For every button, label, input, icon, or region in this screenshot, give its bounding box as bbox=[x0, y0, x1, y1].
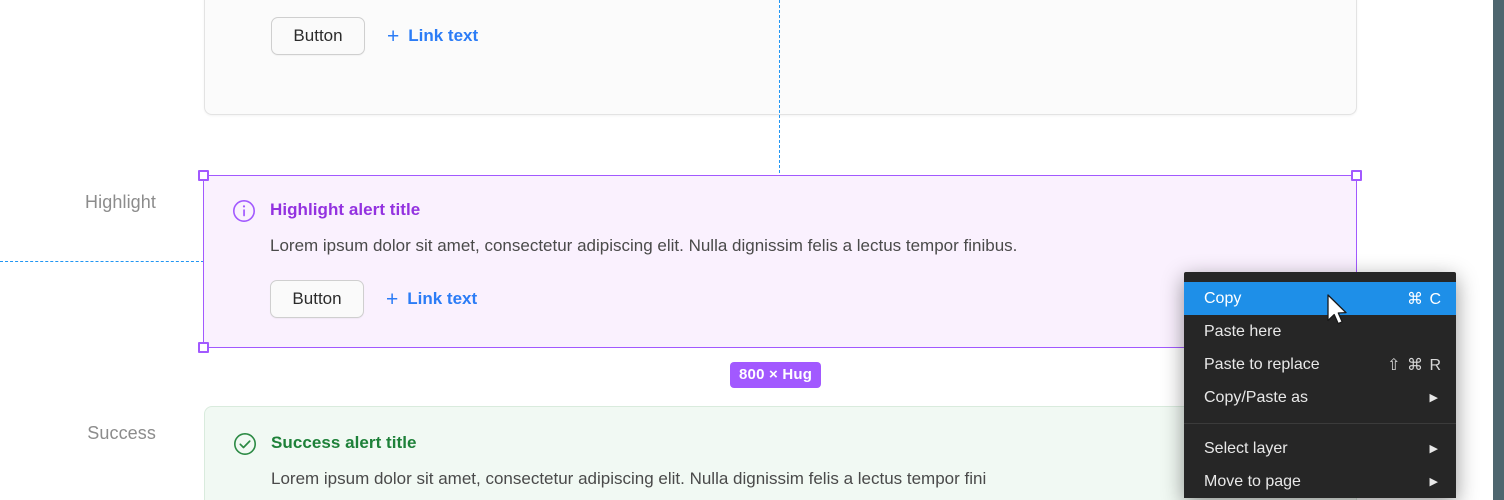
alert-content-row: Success alert title Lorem ipsum dolor si… bbox=[233, 431, 1328, 491]
context-menu-separator bbox=[1184, 423, 1456, 424]
check-circle-icon bbox=[233, 432, 257, 456]
context-menu-item-paste-to-replace[interactable]: Paste to replace ⇧ ⌘ R bbox=[1184, 348, 1456, 381]
context-menu-item-label: Paste to replace bbox=[1204, 355, 1320, 373]
alert-card-default[interactable]: Lorem ipsum dolor sit amet, consectetur … bbox=[204, 0, 1357, 115]
context-menu-item-copy-paste-as[interactable]: Copy/Paste as ▶ bbox=[1184, 381, 1456, 414]
alert-description: Lorem ipsum dolor sit amet, consectetur … bbox=[271, 469, 987, 488]
right-panel-edge bbox=[1493, 0, 1504, 500]
context-menu-item-label: Copy/Paste as bbox=[1204, 388, 1309, 406]
alert-link-label: Link text bbox=[408, 26, 479, 45]
alert-actions: Button + Link text bbox=[270, 280, 1329, 318]
size-badge: 800 × Hug bbox=[730, 362, 822, 388]
alert-body: Success alert title Lorem ipsum dolor si… bbox=[271, 431, 1328, 491]
alert-link-label: Link text bbox=[407, 289, 478, 308]
alert-body: Lorem ipsum dolor sit amet, consectetur … bbox=[271, 0, 1328, 55]
row-label-highlight: Highlight bbox=[85, 192, 156, 212]
alert-title: Success alert title bbox=[271, 433, 417, 452]
info-circle-icon bbox=[232, 199, 256, 223]
context-menu-item-label: Select layer bbox=[1204, 439, 1288, 457]
alert-card-highlight[interactable]: Highlight alert title Lorem ipsum dolor … bbox=[204, 176, 1357, 348]
context-menu-item-move-to-page[interactable]: Move to page ▶ bbox=[1184, 465, 1456, 498]
submenu-arrow-icon: ▶ bbox=[1429, 476, 1438, 488]
alert-actions: Button + Link text bbox=[271, 17, 1328, 55]
context-menu-item-label: Copy bbox=[1204, 289, 1242, 307]
alert-content-row: Lorem ipsum dolor sit amet, consectetur … bbox=[233, 0, 1328, 55]
submenu-arrow-icon: ▶ bbox=[1429, 443, 1438, 455]
alert-link[interactable]: + Link text bbox=[386, 289, 477, 310]
alert-button[interactable]: Button bbox=[270, 280, 364, 318]
context-menu[interactable]: Copy ⌘ C Paste here Paste to replace ⇧ ⌘… bbox=[1184, 272, 1456, 498]
alert-body: Highlight alert title Lorem ipsum dolor … bbox=[270, 198, 1329, 318]
row-label-success: Success bbox=[87, 423, 156, 443]
submenu-arrow-icon: ▶ bbox=[1429, 392, 1438, 404]
alert-button[interactable]: Button bbox=[271, 17, 365, 55]
plus-icon: + bbox=[386, 287, 399, 311]
alert-content-row: Highlight alert title Lorem ipsum dolor … bbox=[232, 198, 1329, 318]
context-menu-item-paste-here[interactable]: Paste here bbox=[1184, 315, 1456, 348]
context-menu-item-copy[interactable]: Copy ⌘ C bbox=[1184, 282, 1456, 315]
context-menu-item-label: Paste here bbox=[1204, 322, 1282, 340]
context-menu-item-shortcut: ⌘ C bbox=[1407, 290, 1442, 308]
horizontal-alignment-guide bbox=[0, 261, 204, 262]
alert-card-success[interactable]: Success alert title Lorem ipsum dolor si… bbox=[204, 406, 1357, 500]
vertical-alignment-guide bbox=[779, 0, 780, 173]
context-menu-item-label: Move to page bbox=[1204, 472, 1301, 490]
plus-icon: + bbox=[387, 24, 400, 48]
alert-title: Highlight alert title bbox=[270, 200, 421, 219]
context-menu-item-select-layer[interactable]: Select layer ▶ bbox=[1184, 432, 1456, 465]
context-menu-item-shortcut: ⇧ ⌘ R bbox=[1387, 356, 1442, 374]
alert-description: Lorem ipsum dolor sit amet, consectetur … bbox=[270, 236, 1018, 255]
alert-link[interactable]: + Link text bbox=[387, 26, 478, 47]
